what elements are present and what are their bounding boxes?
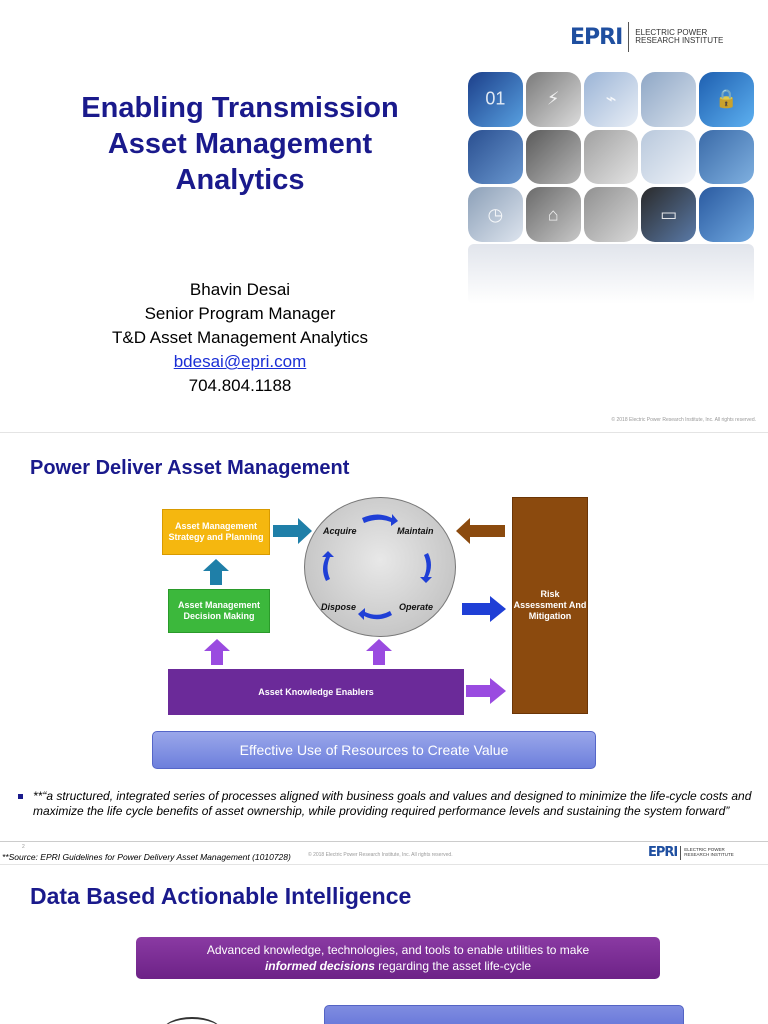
box-text-rest: regarding the asset life-cycle <box>374 959 532 973</box>
knowledge-to-decision-arrow-icon <box>204 639 230 665</box>
power-lines-icon: ⌁ <box>583 72 639 127</box>
line-worker-icon <box>525 129 581 185</box>
presentation-title: Enabling Transmission Asset Management A… <box>40 90 440 198</box>
epri-logo-small: EPRI Electric Power Research Institute <box>648 845 734 860</box>
data-grid-icon <box>468 129 523 185</box>
actionable-intelligence-slide: Data Based Actionable Intelligence Advan… <box>0 864 768 1024</box>
strategy-to-cycle-arrow-icon <box>273 518 312 544</box>
phase-maintain: Maintain <box>397 526 434 536</box>
presenter-role: Senior Program Manager <box>144 304 336 323</box>
risk-to-cycle-arrow-icon <box>456 518 505 544</box>
box-text-line1: Advanced knowledge, technologies, and to… <box>206 943 590 957</box>
epri-logo-text: Electric Power Research Institute <box>635 27 724 46</box>
logo-text-line1: Electric Power <box>684 846 725 852</box>
presenter-group: T&D Asset Management Analytics <box>111 328 369 347</box>
logo-divider <box>628 22 630 52</box>
lock-icon: 🔒 <box>699 72 754 127</box>
decision-making-box: Asset Management Decision Making <box>168 589 270 633</box>
phase-dispose: Dispose <box>321 602 357 612</box>
collage-reflection <box>468 244 754 304</box>
meter-icon: ◷ <box>468 187 523 242</box>
title-line-1: Enabling Transmission <box>81 92 399 124</box>
title-line-3: Analytics <box>175 164 305 196</box>
knowledge-enablers-box: Asset Knowledge Enablers <box>168 669 464 715</box>
copyright-notice: © 2018 Electric Power Research Institute… <box>308 852 453 858</box>
phase-acquire: Acquire <box>323 526 357 536</box>
source-citation: **Source: EPRI Guidelines for Power Deli… <box>2 852 291 862</box>
presenter-phone: 704.804.1188 <box>188 376 292 395</box>
logo-text-line2: Research Institute <box>684 851 734 857</box>
circuit-icon <box>699 129 754 185</box>
presenter-email-link[interactable]: bdesai@epri.com <box>173 352 307 371</box>
cycle-arrow-top-icon <box>362 514 398 526</box>
presenter-info: Bhavin Desai Senior Program Manager T&D … <box>40 278 440 398</box>
knowledge-to-risk-arrow-icon <box>466 678 506 704</box>
knowledge-to-cycle-arrow-icon <box>366 639 392 665</box>
epri-logo-text: Electric Power Research Institute <box>684 846 734 857</box>
definition-text: **“a structured, integrated series of pr… <box>33 789 752 818</box>
binary-code-icon: 01 <box>468 72 523 127</box>
decision-to-strategy-arrow-icon <box>203 559 229 585</box>
insulator-icon <box>583 129 639 185</box>
strategy-planning-box: Asset Management Strategy and Planning <box>162 509 270 555</box>
slide-title: Power Deliver Asset Management <box>30 457 350 479</box>
logo-text-line1: Electric Power <box>635 27 708 37</box>
informed-decisions-box: Advanced knowledge, technologies, and to… <box>136 937 660 979</box>
logo-divider <box>680 845 682 860</box>
presenter-name: Bhavin Desai <box>189 280 291 299</box>
definition-bullet: **“a structured, integrated series of pr… <box>18 789 753 819</box>
transformer-icon <box>641 129 697 185</box>
transmission-tower-icon: ⚡ <box>525 72 581 127</box>
partial-diagram-arc <box>162 1017 222 1024</box>
partial-blue-box <box>324 1005 684 1024</box>
technology-collage: 01 ⚡ ⌁ 🔒 ◷ ⌂ ▭ <box>468 72 754 304</box>
network-icon <box>699 187 754 242</box>
epri-logo-mark: EPRI <box>570 24 623 50</box>
sky-tile-icon <box>641 72 697 127</box>
cycle-arrows <box>322 514 432 620</box>
cycle-arrow-left-icon <box>322 551 334 581</box>
epri-logo: EPRI Electric Power Research Institute <box>570 22 723 52</box>
logo-text-line2: Research Institute <box>635 36 724 45</box>
bullet-marker <box>18 794 23 799</box>
tablet-icon: ▭ <box>641 187 697 242</box>
equipment-icon <box>583 187 639 242</box>
phase-operate: Operate <box>399 602 434 612</box>
title-slide: EPRI Electric Power Research Institute E… <box>0 0 768 432</box>
cycle-arrow-right-icon <box>420 553 432 583</box>
title-line-2: Asset Management <box>107 128 373 160</box>
diagram-arrows <box>203 514 506 704</box>
value-banner: Effective Use of Resources to Create Val… <box>152 731 596 769</box>
slide-title: Data Based Actionable Intelligence <box>30 883 412 909</box>
asset-management-slide: Power Deliver Asset Management Asset Man… <box>0 432 768 864</box>
copyright-notice: © 2018 Electric Power Research Institute… <box>611 417 756 423</box>
page-number: 2 <box>22 844 25 850</box>
substation-icon: ⌂ <box>525 187 581 242</box>
footer-divider <box>0 841 768 842</box>
cycle-to-risk-arrow-icon <box>462 596 506 622</box>
risk-assessment-box: Risk Assessment And Mitigation <box>512 497 588 714</box>
cycle-arrow-bottom-icon <box>358 608 392 620</box>
box-emphasis: informed decisions <box>264 959 375 973</box>
box-text-line2: informed decisions regarding the asset l… <box>136 958 660 974</box>
epri-logo-mark: EPRI <box>648 845 678 860</box>
